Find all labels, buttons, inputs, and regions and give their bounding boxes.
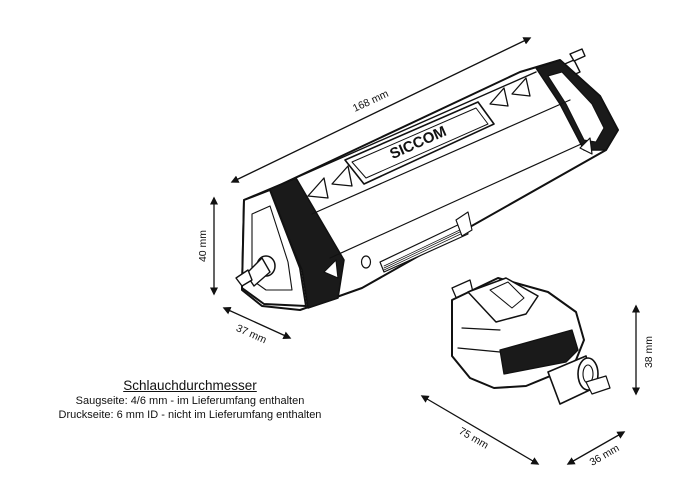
side-indicator xyxy=(323,259,339,279)
arrow-marker xyxy=(307,177,329,199)
dimension-sensor-length xyxy=(420,395,540,465)
dimension-sensor-width xyxy=(566,431,626,465)
dimension-pump-width xyxy=(222,307,292,339)
dimension-sensor-width-label: 36 mm xyxy=(588,442,622,469)
dimension-pump-height-label: 40 mm xyxy=(197,230,209,262)
notes-heading: Schlauchdurchmesser xyxy=(123,378,257,393)
dimension-pump-length-label: 168 mm xyxy=(351,88,391,115)
vent-slot xyxy=(455,211,473,237)
sensor-drawing xyxy=(451,277,611,405)
pump-inlet-nozzle xyxy=(235,255,276,287)
dimension-sensor-length-label: 75 mm xyxy=(457,425,491,452)
side-indicator xyxy=(579,137,593,155)
dimension-sensor-height-label: 38 mm xyxy=(643,336,655,368)
dimension-pump-length xyxy=(230,37,532,183)
hose-diameter-notes: Schlauchdurchmesser Saugseite: 4/6 mm - … xyxy=(40,378,340,422)
screw xyxy=(360,255,372,269)
dimension-lines xyxy=(210,37,640,465)
sensor-outlet-tube xyxy=(547,355,599,405)
pressure-side-note: Druckseite: 6 mm ID - nicht im Lieferumf… xyxy=(58,409,322,421)
suction-side-note: Saugseite: 4/6 mm - im Lieferumfang enth… xyxy=(75,395,305,407)
